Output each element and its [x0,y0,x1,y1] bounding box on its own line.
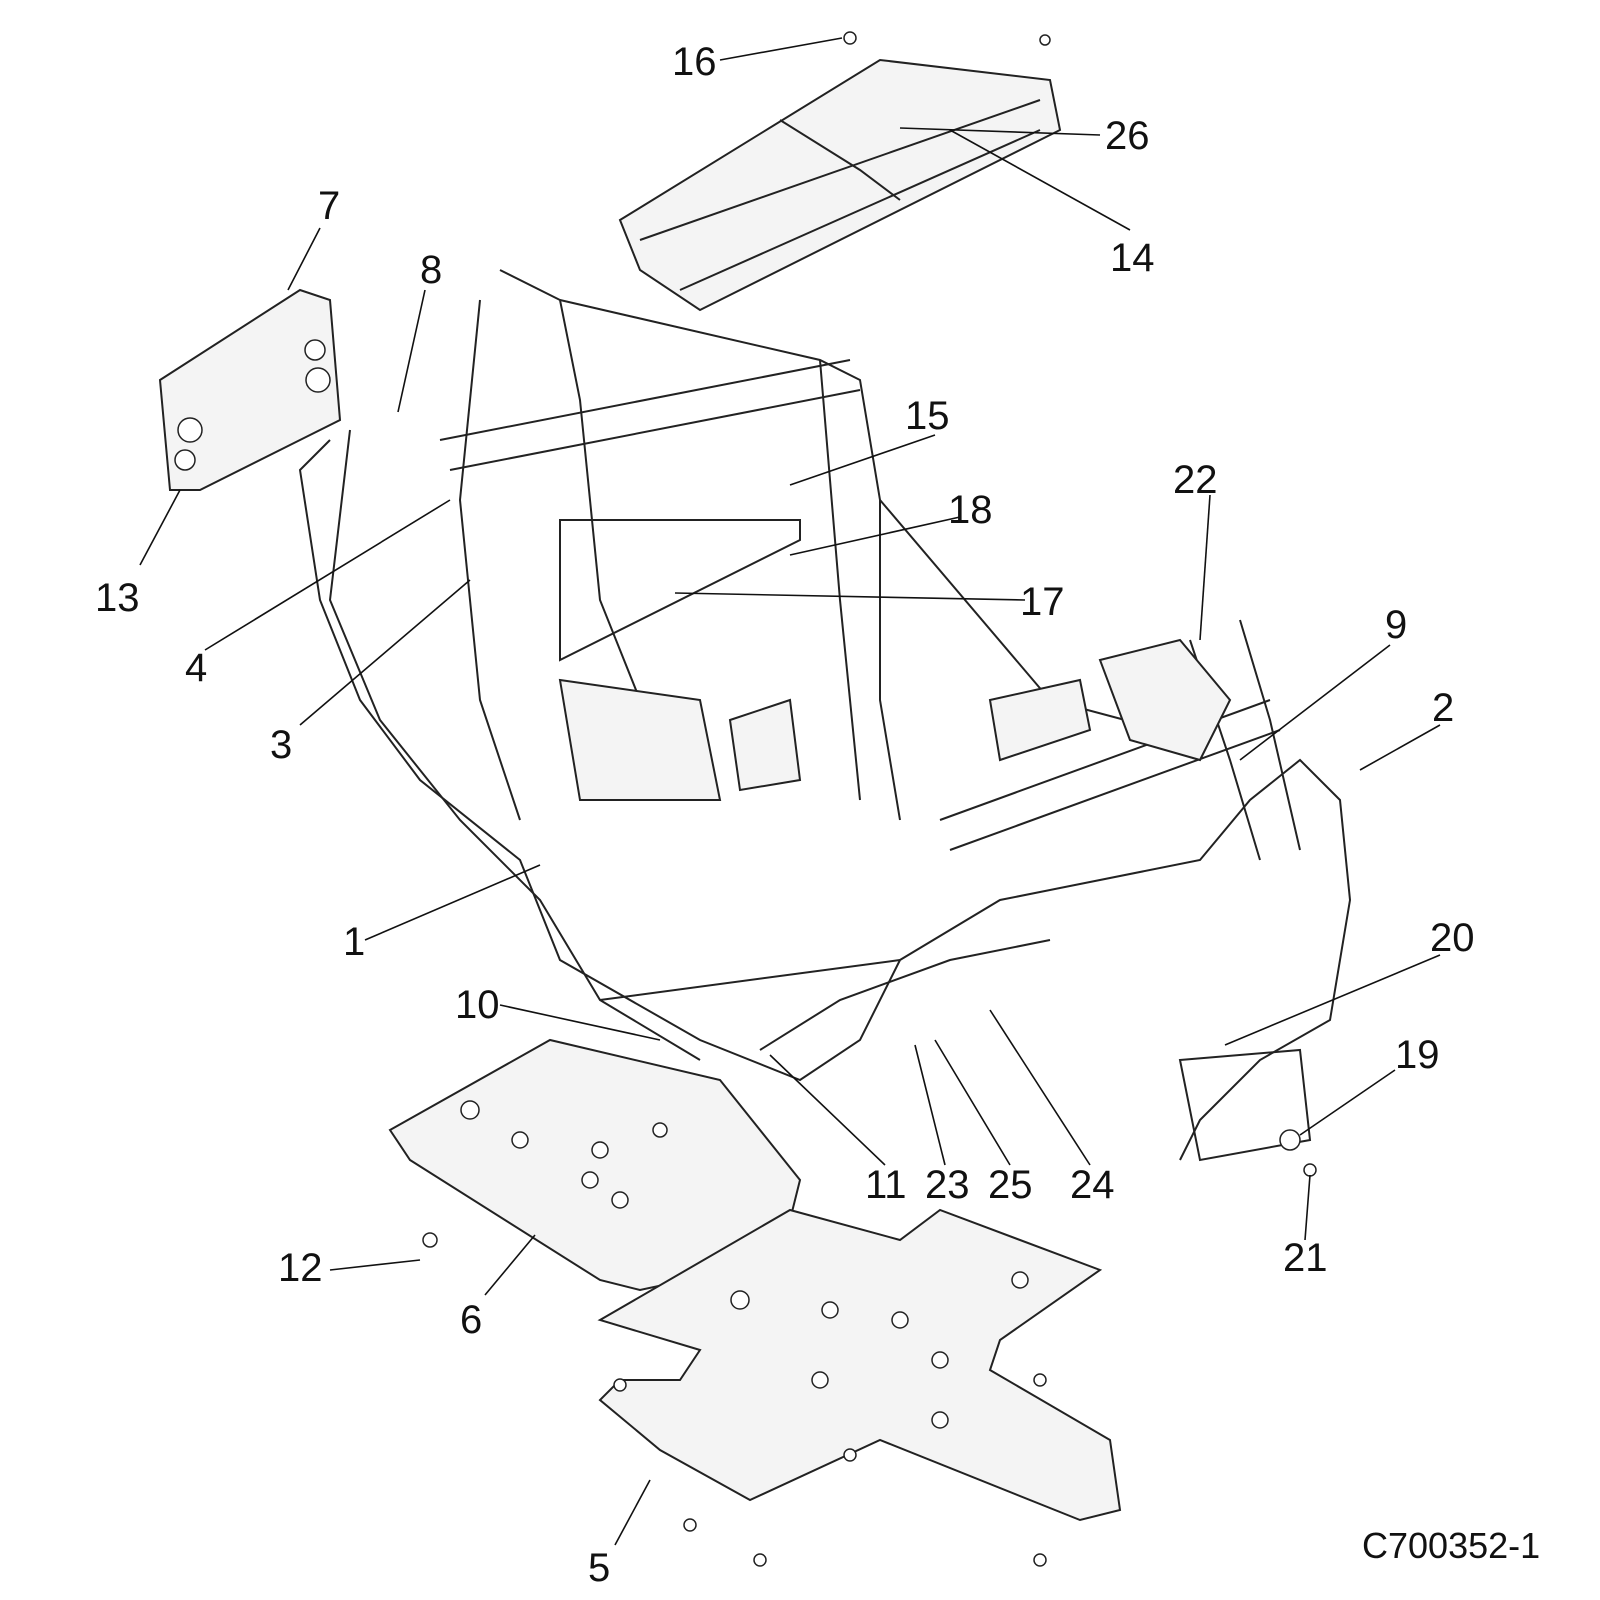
callout-18: 18 [948,488,993,532]
callout-15: 15 [905,394,950,438]
callout-7: 7 [318,184,341,228]
callout-25: 25 [988,1163,1033,1207]
reference-code: C700352-1 [1362,1525,1541,1566]
callout-19: 19 [1395,1033,1440,1077]
callout-24: 24 [1070,1163,1115,1207]
callout-4: 4 [185,646,208,690]
skid-plate-5 [597,1208,1122,1522]
callout-21: 21 [1283,1236,1328,1280]
callout-16: 16 [672,40,717,84]
callout-26: 26 [1105,114,1150,158]
callout-9: 9 [1385,603,1408,647]
callout-12: 12 [278,1246,323,1290]
callout-1: 1 [343,920,366,964]
callout-17: 17 [1020,580,1065,624]
callout-23: 23 [925,1163,970,1207]
callout-6: 6 [460,1298,483,1342]
callout-13: 13 [95,576,140,620]
callout-2: 2 [1432,686,1455,730]
skid-plate-6 [388,1038,802,1292]
callout-20: 20 [1430,916,1475,960]
callout-5: 5 [588,1546,611,1590]
fasteners [422,31,1317,1567]
callout-3: 3 [270,723,293,767]
callout-10: 10 [455,983,500,1027]
leader-lines [139,37,1441,1546]
callout-8: 8 [420,248,443,292]
callout-22: 22 [1173,458,1218,502]
callout-11: 11 [865,1163,907,1207]
bracket-13 [158,288,342,491]
callout-14: 14 [1110,236,1155,280]
main-frame [298,269,1352,1162]
rack-14 [618,58,1062,312]
